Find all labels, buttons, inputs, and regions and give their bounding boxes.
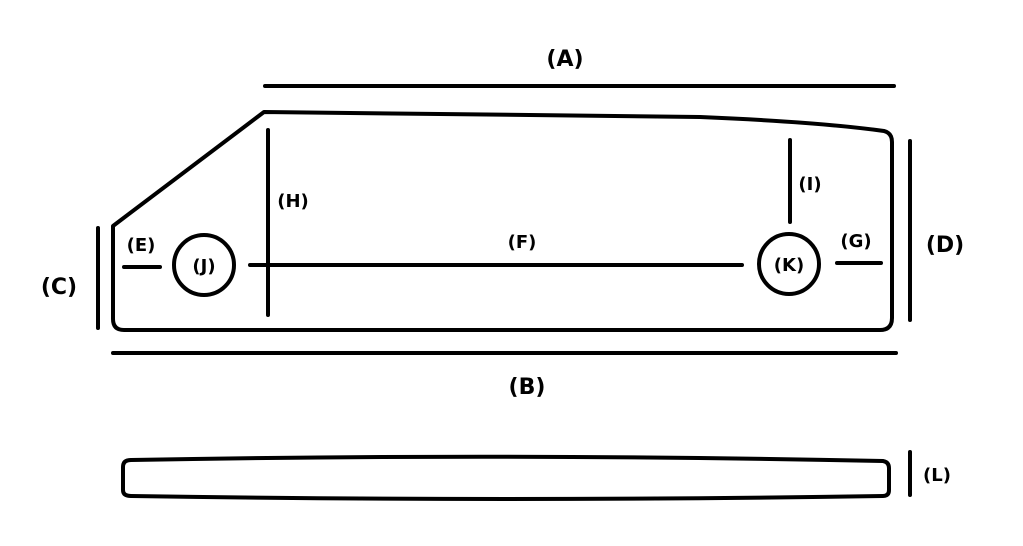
hole-k xyxy=(757,232,821,296)
label-i: (I) xyxy=(798,174,821,195)
label-a: (A) xyxy=(546,47,583,72)
label-b: (B) xyxy=(509,375,546,400)
label-l: (L) xyxy=(923,465,951,486)
label-j: (J) xyxy=(192,256,215,277)
label-c: (C) xyxy=(41,275,77,300)
label-e: (E) xyxy=(127,235,156,256)
side-view-profile xyxy=(121,454,891,501)
plate-outline xyxy=(111,110,894,332)
hole-j xyxy=(172,233,236,297)
label-d: (D) xyxy=(926,233,964,258)
label-k: (K) xyxy=(774,255,804,276)
label-h: (H) xyxy=(277,191,309,212)
label-f: (F) xyxy=(508,232,537,253)
label-g: (G) xyxy=(840,231,871,252)
